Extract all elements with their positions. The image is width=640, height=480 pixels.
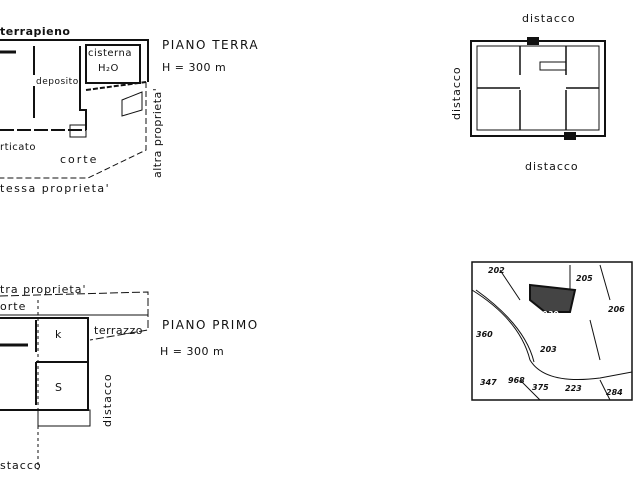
label-altra-proprieta-first: tra proprieta' <box>0 283 87 296</box>
first-floor-plan <box>0 291 149 470</box>
roof-distacco-bottom: distacco <box>525 160 579 173</box>
label-stessa-proprieta: tessa proprieta' <box>0 182 111 195</box>
parcel-number: 223 <box>565 384 582 393</box>
first-floor-title: PIANO PRIMO <box>162 318 259 332</box>
label-h2o: H₂O <box>98 63 119 74</box>
label-distacco-side: distacco <box>101 373 114 427</box>
parcel-number: 202 <box>488 266 505 275</box>
parcel-number: 375 <box>532 383 549 392</box>
parcel-number: 939 <box>542 310 559 319</box>
label-kitchen: k <box>55 328 62 341</box>
label-cisterna: cisterna <box>88 48 132 59</box>
ground-floor-plan <box>0 39 149 179</box>
label-deposito: deposito <box>36 77 79 87</box>
roof-plan <box>470 37 606 140</box>
roof-distacco-left: distacco <box>450 66 463 120</box>
label-distacco-bottom: stacco <box>0 459 42 472</box>
roof-distacco-top: distacco <box>522 12 576 25</box>
label-corte-first: orte <box>0 300 27 313</box>
label-altra-proprieta: altra proprieta' <box>151 87 164 178</box>
parcel-number: 206 <box>608 305 625 314</box>
label-bathroom: S <box>55 381 63 394</box>
label-terrapieno: terrapieno <box>0 25 71 38</box>
parcel-number: 203 <box>540 345 557 354</box>
label-terrazzo: terrazzo <box>94 324 143 337</box>
first-floor-height: H = 300 m <box>160 345 225 358</box>
parcel-number: 360 <box>476 330 493 339</box>
parcel-number: 347 <box>480 378 497 387</box>
parcel-number: 205 <box>576 274 593 283</box>
parcel-number: 968 <box>508 376 525 385</box>
ground-floor-title: PIANO TERRA <box>162 38 260 52</box>
ground-floor-height: H = 300 m <box>162 61 227 74</box>
parcel-number: 284 <box>606 388 623 397</box>
cadastral-map-frame <box>471 261 633 401</box>
label-corte: corte <box>60 153 99 166</box>
label-porticato: rticato <box>0 142 36 153</box>
